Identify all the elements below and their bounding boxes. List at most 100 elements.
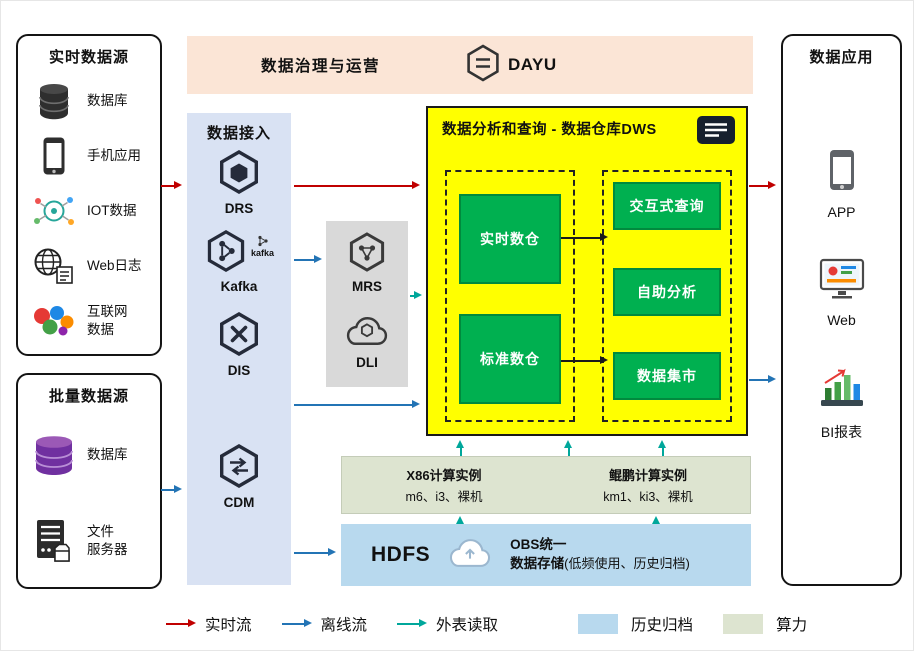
standard-warehouse-box: 标准数仓 [459,314,561,404]
iot-icon [30,194,78,228]
flow-arrow-dis-to-dws [294,400,420,408]
governance-title: 数据治理与运营 [261,58,381,75]
service-drs: DRS [187,149,291,216]
warehouse-dashed-group [445,170,575,422]
self-service-analysis-box: 自助分析 [613,268,721,316]
dws-service-label: 数据集市 [637,368,697,384]
kunpeng-models: km1、ki3、裸机 [603,490,693,504]
obs-cloud-icon [443,535,497,576]
flow-arrow-batch-to-cdm [161,485,182,493]
obs-note: (低频使用、历史归档) [564,556,690,571]
kafka-badge-text: kafka [250,248,275,258]
flow-arrow-kafka-to-mrs [294,255,322,263]
app-phone-icon [828,148,856,197]
database-stack-icon [30,434,78,476]
flow-arrow-realtime-in [161,181,182,189]
archive-swatch-icon [578,614,619,634]
legend-label: 历史归档 [631,617,694,634]
service-label: MRS [352,279,382,294]
flow-arrow-compute-to-dws-3 [658,440,666,456]
ingestion-column: 数据接入 DRS kafka Kafka DIS CDM [187,113,291,585]
dws-service-label: 自助分析 [637,284,697,300]
flow-arrow-dws-to-apps [749,181,776,189]
realtime-flow-arrow-icon [166,619,196,627]
flow-arrow-dws-to-apps-offline [749,375,776,383]
source-item-label: 手机应用 [87,147,141,163]
source-item-batch-database: 数据库 [18,412,160,498]
applications-title: 数据应用 [809,49,874,66]
source-item-iot: IOT数据 [18,183,160,238]
drs-icon [216,149,262,200]
service-label: DRS [224,201,254,216]
legend-item-compute-power: 算力 [723,613,807,635]
globe-document-icon [30,247,78,285]
source-item-mobile-app: 手机应用 [18,128,160,183]
kafka-mini-icon [257,235,269,249]
x86-title: X86计算实例 [406,468,482,483]
source-item-file-server: 文件 服务器 [18,498,160,584]
phone-icon [30,136,78,176]
applications-panel: 数据应用 APP Web BI报表 [781,34,902,586]
realtime-sources-title: 实时数据源 [48,49,129,66]
legend-item-offline-flow: 离线流 [281,613,368,635]
batch-sources-list: 数据库 文件 服务器 [18,412,160,584]
source-item-label: 数据库 [87,92,128,108]
kunpeng-compute: 鲲鹏计算实例 km1、ki3、裸机 [546,457,750,513]
kafka-icon [204,229,248,278]
dws-title: 数据分析和查询 - 数据仓库DWS [442,122,657,138]
file-server-icon [30,518,78,564]
realtime-sources-panel: 实时数据源 数据库 手机应用 IOT数据 Web日志 互联网 数据 [16,34,162,356]
realtime-sources-list: 数据库 手机应用 IOT数据 Web日志 互联网 数据 [18,73,160,348]
x86-compute: X86计算实例 m6、i3、裸机 [342,457,546,513]
service-cdm: CDM [187,443,291,510]
legend-label: 离线流 [320,617,368,634]
service-dis: DIS [187,311,291,378]
legend-item-external-read: 外表读取 [397,613,498,635]
batch-sources-panel: 批量数据源 数据库 文件 服务器 [16,373,162,589]
warehouse-label: 实时数仓 [480,231,540,247]
service-label: CDM [223,495,255,510]
legend-item-archive: 历史归档 [578,613,693,635]
flow-arrow-cdm-to-hdfs [294,548,336,556]
services-dashed-group [602,170,732,422]
dws-box: 数据分析和查询 - 数据仓库DWS 实时数仓 标准数仓 交互式查询 自助分析 数… [426,106,748,436]
flow-arrow-mrs-to-dws [410,291,422,299]
flow-arrow-hdfs-to-compute-2 [652,516,660,524]
source-item-internet-data: 互联网 数据 [18,293,160,348]
service-dli: DLI [326,313,408,370]
app-item-label: Web [827,312,856,328]
obs-storage-text: OBS统一 数据存储(低频使用、历史归档) [510,536,690,574]
source-item-label: 数据库 [87,447,128,463]
service-label: DIS [227,363,251,378]
source-item-database: 数据库 [18,73,160,128]
source-item-label: IOT数据 [87,202,137,218]
ingestion-title: 数据接入 [206,125,271,142]
legend-label: 外表读取 [436,617,499,634]
database-icon [30,82,78,120]
source-item-label: 互联网 数据 [87,303,128,337]
warehouse-label: 标准数仓 [480,351,540,367]
flow-arrow-drs-to-dws [294,181,420,189]
service-label: Kafka [220,279,258,294]
kafka-badge: kafka [251,235,274,258]
dayu-hexagon-icon [466,43,500,87]
obs-line1: OBS统一 [510,537,567,553]
flow-arrow-compute-to-dws-2 [564,440,572,456]
service-mrs: MRS [326,231,408,294]
dws-service-label: 交互式查询 [629,198,705,214]
dws-document-icon [696,115,736,150]
source-item-label: Web日志 [87,257,142,273]
app-item-bi-report: BI报表 [783,368,900,442]
x86-models: m6、i3、裸机 [405,490,483,504]
dayu-logo-text: DAYU [508,55,557,74]
app-item-app: APP [783,148,900,220]
web-monitor-icon [819,258,865,305]
bi-chart-icon [818,368,866,415]
dis-icon [216,311,262,362]
dli-icon [343,313,391,354]
service-kafka: kafka Kafka [187,229,291,294]
legend: 实时流 离线流 外表读取 历史归档 算力 [166,613,807,635]
app-item-web: Web [783,258,900,328]
flow-arrow-realtime-to-query [561,233,608,241]
